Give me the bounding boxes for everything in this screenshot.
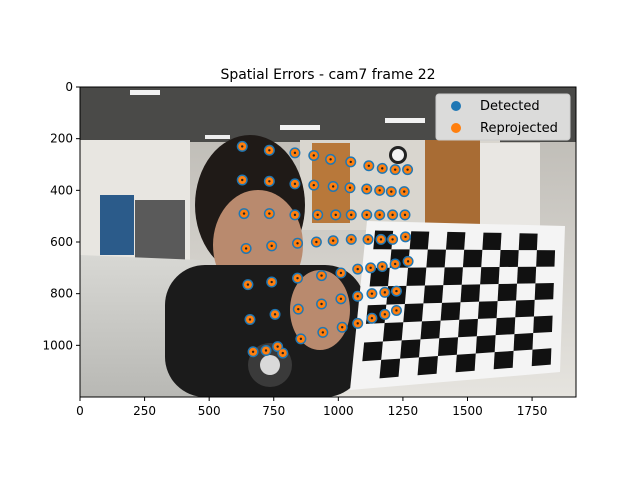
- reprojected-point-center: [383, 313, 387, 316]
- reprojected-point-center: [334, 213, 337, 217]
- reprojected-point-center: [329, 158, 332, 161]
- reprojected-point-center: [350, 238, 353, 241]
- reprojected-point-center: [320, 302, 323, 306]
- reprojected-point-center: [356, 295, 359, 298]
- reprojected-point-center: [316, 213, 319, 217]
- legend-marker-detected: [451, 101, 461, 111]
- reprojected-point-center: [381, 265, 384, 268]
- reprojected-point-center: [321, 331, 325, 334]
- reprojected-point-center: [378, 189, 381, 192]
- reprojected-point-center: [391, 238, 394, 241]
- reprojected-point-center: [244, 247, 248, 250]
- reprojected-point-center: [320, 274, 323, 277]
- reprojected-point-center: [379, 238, 383, 241]
- reprojected-point-center: [339, 271, 343, 275]
- y-tick-label: 800: [50, 287, 73, 301]
- reprojected-point-center: [331, 185, 335, 188]
- reprojected-point-center: [276, 345, 279, 348]
- reprojected-point-center: [404, 235, 407, 239]
- reprojected-point-center: [403, 213, 407, 217]
- reprojected-point-center: [281, 351, 284, 355]
- reprojected-point-center: [366, 238, 370, 241]
- reprojected-point-center: [270, 244, 273, 248]
- reprojected-point-center: [297, 307, 300, 311]
- legend: Detected Reprojected: [435, 93, 571, 141]
- reprojected-point-center: [348, 186, 352, 189]
- reprojected-point-center: [270, 280, 273, 284]
- reprojected-point-center: [268, 149, 271, 152]
- reprojected-point-center: [312, 154, 315, 157]
- x-tick-label: 750: [262, 404, 285, 418]
- reprojected-point-center: [242, 212, 246, 215]
- reprojected-point-center: [312, 183, 315, 187]
- legend-label-detected: Detected: [480, 99, 540, 114]
- reprojected-point-center: [391, 213, 394, 217]
- reprojected-point-center: [383, 291, 387, 294]
- x-tick-label: 1750: [517, 404, 548, 418]
- reprojected-point-center: [393, 168, 397, 171]
- reprojected-point-center: [369, 266, 372, 270]
- reprojected-point-center: [273, 313, 277, 316]
- reprojected-point-center: [241, 178, 244, 182]
- reprojected-point-center: [331, 239, 335, 242]
- reprojected-point-center: [356, 322, 359, 325]
- reprojected-point-center: [299, 337, 303, 341]
- reprojected-point-center: [365, 187, 368, 191]
- x-tick-label: 250: [133, 404, 156, 418]
- x-tick-label: 0: [76, 404, 84, 418]
- y-tick-label: 600: [50, 235, 73, 249]
- reprojected-point-center: [293, 182, 297, 186]
- reprojected-point-center: [370, 292, 374, 295]
- reprojected-point-center: [268, 180, 271, 183]
- reprojected-point-center: [268, 212, 271, 215]
- reprojected-point-center: [339, 297, 343, 301]
- reprojected-point-center: [241, 145, 244, 148]
- reprojected-point-center: [356, 267, 359, 271]
- reprojected-point-center: [367, 164, 371, 167]
- reprojected-point-center: [293, 213, 297, 217]
- reprojected-point-center: [403, 190, 406, 193]
- y-tick-label: 0: [65, 80, 73, 94]
- reprojected-point-center: [248, 318, 252, 321]
- reprojected-point-center: [350, 213, 353, 217]
- reprojected-point-center: [293, 151, 297, 155]
- legend-marker-reprojected: [451, 123, 461, 133]
- reprojected-point-center: [341, 326, 344, 329]
- reprojected-point-center: [390, 190, 393, 193]
- y-tick-label: 400: [50, 183, 73, 197]
- reprojected-point-center: [365, 213, 368, 217]
- chart-title: Spatial Errors - cam7 frame 22: [220, 67, 435, 83]
- reprojected-point-center: [246, 283, 250, 286]
- reprojected-point-center: [296, 242, 299, 245]
- reprojected-point-center: [264, 349, 268, 352]
- y-tick-label: 1000: [42, 338, 73, 352]
- x-tick-label: 1500: [452, 404, 483, 418]
- legend-label-reprojected: Reprojected: [480, 121, 558, 136]
- reprojected-point-center: [251, 350, 255, 353]
- x-tick-label: 1250: [388, 404, 419, 418]
- reprojected-point-center: [406, 168, 409, 171]
- reprojected-point-center: [349, 160, 352, 164]
- reprojected-point-center: [381, 167, 384, 170]
- reprojected-point-center: [315, 240, 318, 244]
- y-tick-label: 200: [50, 132, 73, 146]
- reprojected-point-center: [406, 260, 410, 263]
- reprojected-point-center: [395, 289, 398, 293]
- x-tick-label: 1000: [323, 404, 354, 418]
- reprojected-point-center: [378, 213, 381, 217]
- reprojected-point-center: [370, 317, 374, 320]
- reprojected-point-center: [393, 262, 397, 266]
- reprojected-point-center: [395, 309, 398, 312]
- reprojected-point-center: [296, 276, 299, 280]
- x-tick-label: 500: [198, 404, 221, 418]
